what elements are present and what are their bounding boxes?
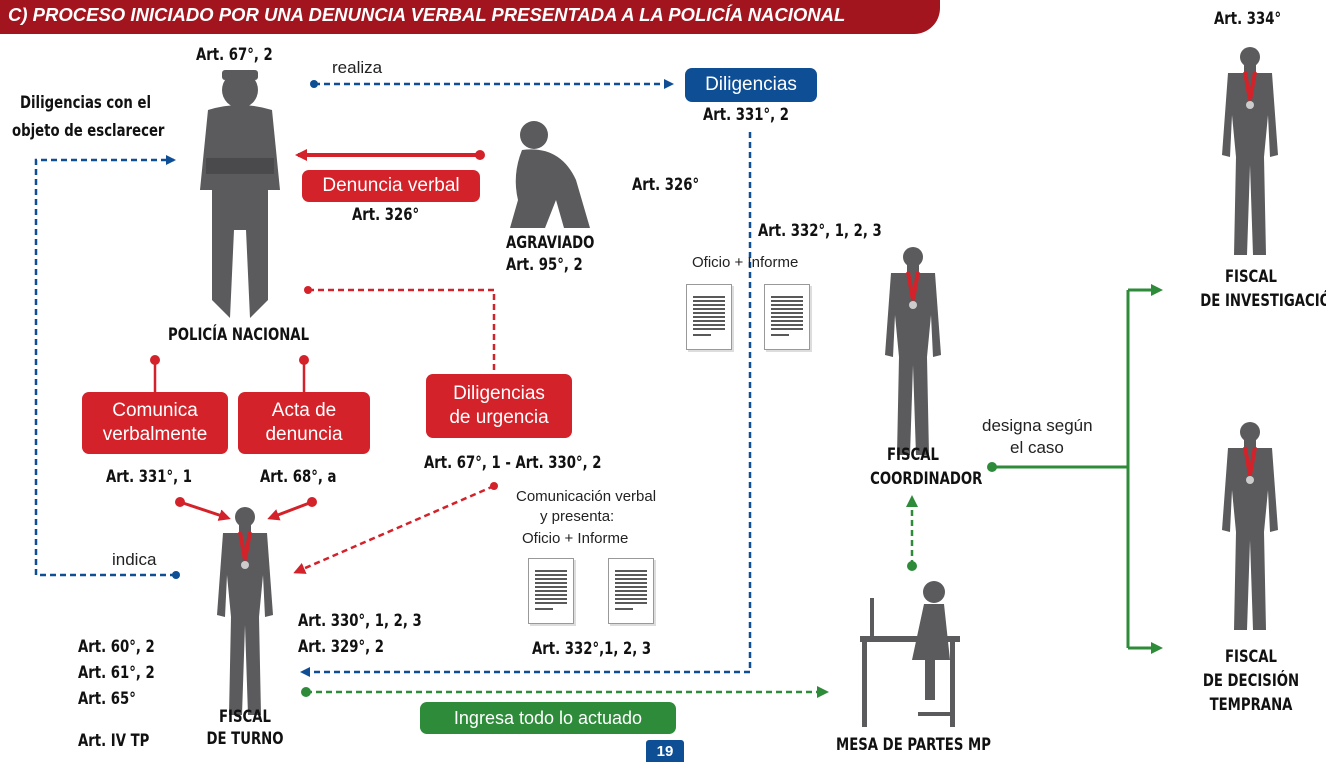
- decision-line1: FISCAL: [1225, 647, 1277, 667]
- header-banner: C) PROCESO INICIADO POR UNA DENUNCIA VER…: [0, 0, 940, 34]
- art334-label: Art. 334°: [1214, 9, 1282, 29]
- realiza-label: realiza: [332, 58, 383, 77]
- policia-silhouette: [200, 70, 280, 318]
- document-icon: [764, 284, 810, 350]
- ingresa-label: Ingresa todo lo actuado: [453, 707, 643, 728]
- header-title: C) PROCESO INICIADO POR UNA DENUNCIA VER…: [8, 4, 846, 25]
- indica-label: indica: [112, 550, 157, 569]
- comunicacion-ref: Art. 332°,1, 2, 3: [532, 639, 652, 659]
- ingresa-box: Ingresa todo lo actuado: [420, 702, 676, 734]
- ingresa-connector: [301, 686, 829, 698]
- denuncia-verbal-ref: Art. 326°: [352, 205, 420, 225]
- comunica-box: Comunica verbalmente: [82, 392, 228, 454]
- denuncia-verbal-box: Denuncia verbal: [302, 170, 480, 202]
- indica-connector: [34, 155, 180, 579]
- comunicacion-line3: Oficio + Informe: [522, 530, 629, 547]
- document-icon: [608, 558, 654, 624]
- decision-line3: TEMPRANA: [1209, 695, 1293, 715]
- art326-right: Art. 326°: [632, 175, 700, 195]
- acta-box: Acta de denuncia: [238, 392, 370, 454]
- fiscal-turno-ref-1: Art. 60°, 2: [78, 637, 155, 657]
- diligencias-esclarecer-line1: Diligencias con el: [20, 93, 152, 113]
- art332-top: Art. 332°, 1, 2, 3: [758, 221, 882, 241]
- mesa-coordinador-connector: [906, 495, 918, 571]
- urgencia-connector: [304, 286, 496, 372]
- art329-label: Art. 329°, 2: [298, 637, 384, 657]
- acta-line1: Acta de: [271, 400, 337, 421]
- fiscal-turno-line2: DE TURNO: [206, 729, 284, 749]
- agraviado-ref: Art. 95°, 2: [506, 255, 583, 275]
- urgencia-line2: de urgencia: [449, 407, 549, 428]
- page-number-badge: 19: [646, 740, 684, 762]
- urgencia-arrow: [293, 484, 495, 574]
- decision-line2: DE DECISIÓN: [1202, 671, 1300, 691]
- diligencias-ref: Art. 331°, 2: [703, 105, 789, 125]
- fiscal-turno-line1: FISCAL: [219, 707, 271, 727]
- designa-line2: el caso: [1010, 438, 1064, 457]
- agraviado-name: AGRAVIADO: [506, 233, 595, 253]
- document-icon: [528, 558, 574, 624]
- urgencia-line1: Diligencias: [453, 383, 545, 404]
- diligencias-label: Diligencias: [705, 74, 797, 95]
- comunica-line2: verbalmente: [102, 424, 208, 445]
- comunica-ref: Art. 331°, 1: [106, 467, 192, 487]
- urgencia-box: Diligencias de urgencia: [426, 374, 572, 438]
- fiscal-coordinador-silhouette: [885, 247, 941, 455]
- diligencias-esclarecer-line2: objeto de esclarecer: [12, 121, 165, 141]
- acta-arrow: [267, 500, 313, 521]
- designa-line1: designa según: [982, 416, 1093, 435]
- designa-connector: [987, 284, 1163, 654]
- coordinador-line1: FISCAL: [887, 445, 939, 465]
- fiscal-turno-ref-2: Art. 61°, 2: [78, 663, 155, 683]
- realiza-connector: [310, 79, 674, 89]
- comunica-arrow: [179, 500, 231, 521]
- policia-name: POLICÍA NACIONAL: [168, 325, 310, 345]
- mesa-partes-silhouette: [860, 581, 960, 727]
- denuncia-verbal-label: Denuncia verbal: [322, 175, 460, 196]
- fiscal-turno-tp: Art. IV TP: [78, 731, 150, 751]
- mesa-label: MESA DE PARTES MP: [836, 735, 991, 755]
- policia-ref: Art. 67°, 2: [196, 45, 273, 65]
- coordinador-line2: COORDINADOR: [870, 469, 983, 489]
- diligencias-return-connector: [300, 132, 752, 677]
- comunica-line1: Comunica: [112, 400, 198, 421]
- document-icon: [686, 284, 732, 350]
- denuncia-connector: [295, 149, 485, 161]
- fiscal-decision-silhouette: [1222, 422, 1278, 630]
- fiscal-turno-silhouette: [217, 507, 273, 715]
- acta-ref: Art. 68°, a: [260, 467, 337, 487]
- diligencias-box: Diligencias: [685, 68, 817, 102]
- acta-line2: denuncia: [265, 424, 343, 445]
- investigacion-line1: FISCAL: [1225, 267, 1277, 287]
- fiscal-investigacion-silhouette: [1222, 47, 1278, 255]
- agraviado-silhouette: [510, 121, 590, 228]
- comunicacion-line1: Comunicación verbal: [516, 488, 657, 505]
- urgencia-ref: Art. 67°, 1 - Art. 330°, 2: [424, 453, 602, 473]
- comunicacion-line2: y presenta:: [540, 508, 615, 525]
- medal-icons: [238, 71, 1257, 569]
- page-number: 19: [656, 742, 674, 760]
- fiscal-turno-ref-3: Art. 65°: [78, 689, 136, 709]
- investigacion-line2: DE INVESTIGACIÓN: [1200, 291, 1326, 311]
- art330-label: Art. 330°, 1, 2, 3: [298, 611, 422, 631]
- oficio-informe-top: Oficio + Informe: [692, 254, 799, 271]
